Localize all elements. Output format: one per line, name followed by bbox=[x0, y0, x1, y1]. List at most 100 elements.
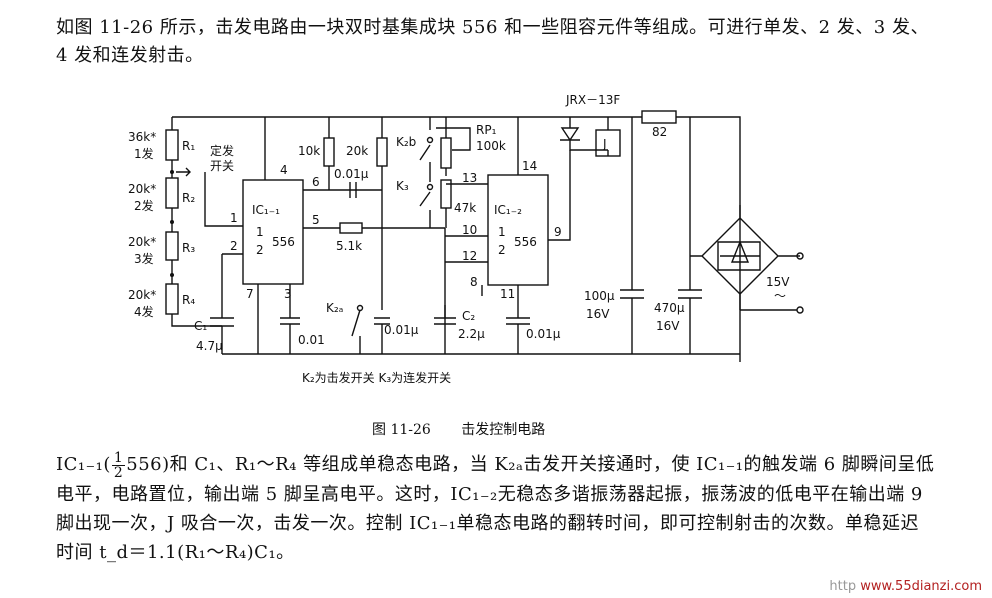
label-ic2: IC₁₋₂ bbox=[494, 203, 522, 217]
top-rail bbox=[171, 116, 741, 362]
label-r82: 82 bbox=[652, 125, 667, 139]
resistor-r4 bbox=[165, 283, 179, 315]
label-c2: C₂ bbox=[462, 309, 475, 323]
capacitor-c1 bbox=[210, 254, 234, 354]
relay-diode bbox=[560, 117, 608, 151]
label-c470-val: 470μ bbox=[654, 301, 685, 315]
label-c1-val: 4.7μ bbox=[196, 339, 223, 353]
label-ic1-den: 2 bbox=[256, 243, 264, 257]
capacitor-coupling bbox=[349, 182, 357, 198]
label-c001d: 0.01μ bbox=[526, 327, 561, 341]
label-k2a: K₂ₐ bbox=[326, 301, 343, 315]
label-k3: K₃ bbox=[396, 179, 409, 193]
label-r1-shot: 1发 bbox=[134, 146, 154, 161]
label-pin5: 5 bbox=[312, 213, 320, 227]
label-pin9: 9 bbox=[554, 225, 562, 239]
resistor-5k1 bbox=[339, 222, 363, 234]
label-ic2-half: 1 bbox=[498, 225, 506, 239]
label-r10k: 10k bbox=[298, 144, 320, 158]
label-pin2: 2 bbox=[230, 239, 238, 253]
label-pin3: 3 bbox=[284, 287, 292, 301]
switch-k2b bbox=[419, 117, 431, 175]
label-r2-val: 20k* bbox=[128, 182, 156, 196]
label-r51k: 5.1k bbox=[336, 239, 362, 253]
label-ic2-num: 556 bbox=[514, 235, 537, 249]
fraction-numerator: 1 bbox=[111, 449, 126, 466]
body-text: 556)和 C₁、R₁～R₄ 等组成单稳态电路，当 K₂ₐ击发开关接通时，使 I… bbox=[56, 454, 935, 563]
label-ic1-num: 556 bbox=[272, 235, 295, 249]
ic1-556-b bbox=[487, 174, 549, 286]
watermark: http www.55dianzi.com bbox=[829, 579, 982, 594]
selector-switch bbox=[176, 167, 243, 227]
fraction-denominator: 2 bbox=[113, 464, 124, 481]
capacitor-100u bbox=[620, 117, 644, 354]
label-ic1: IC₁₋₁ bbox=[252, 203, 280, 217]
ic1-556-a bbox=[242, 179, 304, 285]
label-r4-val: 20k* bbox=[128, 288, 156, 302]
label-c2-val: 2.2μ bbox=[458, 327, 485, 341]
label-r1: R₁ bbox=[182, 139, 195, 153]
label-c100-val: 100μ bbox=[584, 289, 615, 303]
label-pin11: 11 bbox=[500, 287, 515, 301]
capacitor-470u bbox=[678, 117, 702, 354]
label-r4: R₄ bbox=[182, 293, 195, 307]
label-pin13: 13 bbox=[462, 171, 477, 185]
label-pin7: 7 bbox=[246, 287, 254, 301]
switch-k2a bbox=[351, 305, 390, 354]
label-r3-val: 20k* bbox=[128, 235, 156, 249]
label-pin14: 14 bbox=[522, 159, 537, 173]
label-pin12: 12 bbox=[462, 249, 477, 263]
label-r1-val: 36k* bbox=[128, 130, 156, 144]
label-r47k: 47k bbox=[454, 201, 476, 215]
label-k2b: K₂b bbox=[396, 135, 416, 149]
label-selector-2: 开关 bbox=[210, 159, 234, 173]
resistor-r1 bbox=[165, 129, 179, 161]
watermark-url: www.55dianzi.com bbox=[860, 579, 982, 594]
body-ic-prefix: IC₁₋₁( bbox=[56, 454, 111, 475]
label-r2: R₂ bbox=[182, 191, 195, 205]
figure-title: 击发控制电路 bbox=[461, 422, 546, 438]
label-r2-shot: 2发 bbox=[134, 198, 154, 213]
resistor-r2 bbox=[165, 177, 179, 209]
label-r20k: 20k bbox=[346, 144, 368, 158]
potentiometer-rp1 bbox=[440, 137, 452, 169]
label-c470-v: 16V bbox=[656, 319, 680, 333]
label-r4-shot: 4发 bbox=[134, 304, 154, 319]
resistor-82 bbox=[641, 110, 677, 124]
figure-caption: 图 11-26 击发控制电路 bbox=[372, 419, 571, 439]
label-pin1: 1 bbox=[230, 211, 238, 225]
switch-k3 bbox=[419, 175, 431, 228]
label-c1: C₁ bbox=[194, 319, 207, 333]
label-pin6: 6 bbox=[312, 175, 320, 189]
label-c001c: 0.01μ bbox=[384, 323, 419, 337]
resistor-chain bbox=[165, 129, 222, 327]
label-ic2-den: 2 bbox=[498, 243, 506, 257]
resistor-r3 bbox=[165, 231, 179, 261]
resistor-20k bbox=[376, 137, 388, 167]
label-pin4: 4 bbox=[280, 163, 288, 177]
capacitor-c2 bbox=[434, 305, 456, 325]
label-tilde: ～ bbox=[774, 289, 786, 303]
label-15v: 15V bbox=[766, 275, 790, 289]
label-rp1: RP₁ bbox=[476, 123, 497, 137]
label-rp1-val: 100k bbox=[476, 139, 506, 153]
label-r3-shot: 3发 bbox=[134, 251, 154, 266]
intro-paragraph: 如图 11-26 所示，击发电路由一块双时基集成块 556 和一些阻容元件等组成… bbox=[56, 17, 929, 66]
figure-number: 图 11-26 bbox=[372, 422, 431, 438]
watermark-prefix: http bbox=[829, 579, 857, 594]
label-pin8: 8 bbox=[470, 275, 478, 289]
resistor-10k bbox=[323, 137, 335, 167]
label-ic1-half: 1 bbox=[256, 225, 264, 239]
label-switch-note: K₂为击发开关 K₃为连发开关 bbox=[302, 370, 451, 385]
label-pin10: 10 bbox=[462, 223, 477, 237]
label-c100-v: 16V bbox=[586, 307, 610, 321]
label-r3: R₃ bbox=[182, 241, 195, 255]
bridge-rectifier bbox=[690, 205, 800, 310]
label-j: J bbox=[602, 137, 607, 151]
label-c001a: 0.01 bbox=[298, 333, 325, 347]
label-c001b: 0.01μ bbox=[334, 167, 369, 181]
label-relay: JRX－13F bbox=[565, 93, 620, 107]
